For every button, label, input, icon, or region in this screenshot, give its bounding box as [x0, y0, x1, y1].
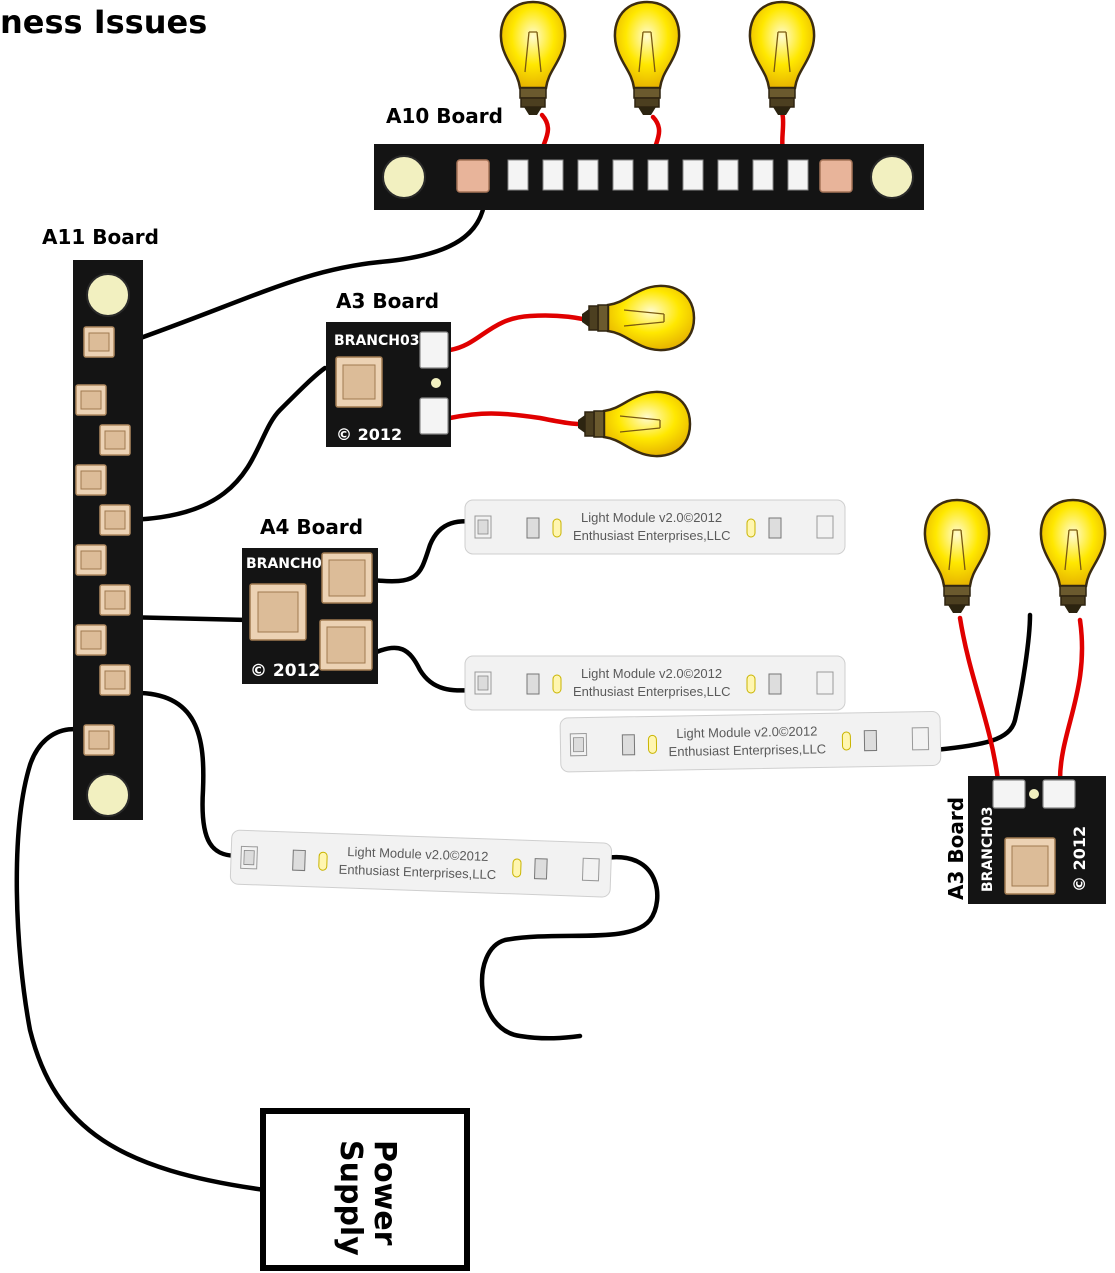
bulb-icon-a3-right-1 — [923, 498, 991, 615]
wire-strip4-to-a3-right — [932, 612, 1033, 753]
wire-a4-to-strip2 — [367, 645, 481, 693]
a4-silk-year: © 2012 — [250, 661, 320, 681]
wires-black — [14, 177, 1033, 1193]
bulb-icon-a3-top-1 — [580, 284, 696, 352]
strip-text-line2: Enthusiast Enterprises,LLC — [573, 528, 731, 543]
a3-top-board-label: A3 Board — [336, 289, 439, 313]
strip-text-line2: Enthusiast Enterprises,LLC — [668, 741, 826, 759]
a4-silk-name: BRANCH04 — [246, 556, 332, 572]
power-supply-box: Power Supply — [260, 1108, 470, 1271]
a11-board-label: A11 Board — [42, 225, 159, 249]
a3-board-top: BRANCH03 © 2012 A3 Board — [326, 289, 451, 447]
a3-top-silk-year: © 2012 — [336, 425, 402, 444]
a4-board: BRANCH04 © 2012 A4 Board — [242, 515, 378, 684]
strip-text-line1: Light Module v2.0©2012 — [347, 844, 489, 864]
light-module-strip-4: Light Module v2.0©2012 Enthusiast Enterp… — [559, 711, 942, 773]
bulb-icon-a3-right-2 — [1039, 498, 1107, 615]
bulb-icon-a10-2 — [613, 0, 681, 117]
wire-strip3-to-strip4 — [479, 854, 660, 1041]
wire-a11-to-a10 — [115, 177, 488, 349]
strip-text-line2: Enthusiast Enterprises,LLC — [573, 684, 731, 699]
a3-right-silk-year: © 2012 — [1070, 826, 1089, 892]
wire-a4-to-strip1 — [369, 518, 481, 584]
bulb-icon-a10-3 — [748, 0, 816, 117]
a3-board-right: BRANCH03 © 2012 A3 Board — [944, 776, 1106, 904]
a10-connectors — [456, 159, 853, 193]
a3-top-silk-name: BRANCH03 — [334, 333, 419, 349]
strip-text-line1: Light Module v2.0©2012 — [676, 724, 817, 741]
power-supply-line2: Supply — [333, 1140, 368, 1256]
light-module-strip-2: Light Module v2.0©2012 Enthusiast Enterp… — [464, 655, 846, 711]
a4-board-label: A4 Board — [260, 515, 363, 539]
strip-text-line1: Light Module v2.0©2012 — [581, 510, 722, 525]
light-module-strip-3: Light Module v2.0©2012 Enthusiast Enterp… — [229, 829, 612, 898]
bulb-icon-a10-1 — [499, 0, 567, 117]
a10-board-label: A10 Board — [386, 104, 503, 128]
a3-right-silk-name: BRANCH03 — [980, 807, 996, 892]
a3-right-board-label: A3 Board — [944, 797, 968, 900]
strip-text-line2: Enthusiast Enterprises,LLC — [338, 862, 496, 882]
page-title: ness Issues — [0, 3, 207, 41]
wire-a11-to-power — [14, 726, 268, 1193]
a11-board: A11 Board — [42, 225, 159, 820]
light-module-strip-1: Light Module v2.0©2012 Enthusiast Enterp… — [464, 499, 846, 555]
bulb-icon-a3-top-2 — [576, 390, 692, 458]
power-supply-line1: Power — [367, 1140, 402, 1246]
wire-a11-to-strip3 — [127, 690, 248, 858]
a10-board: A10 Board — [374, 104, 924, 210]
wire-a11-to-a3-top — [117, 365, 328, 523]
strip-text-line1: Light Module v2.0©2012 — [581, 666, 722, 681]
